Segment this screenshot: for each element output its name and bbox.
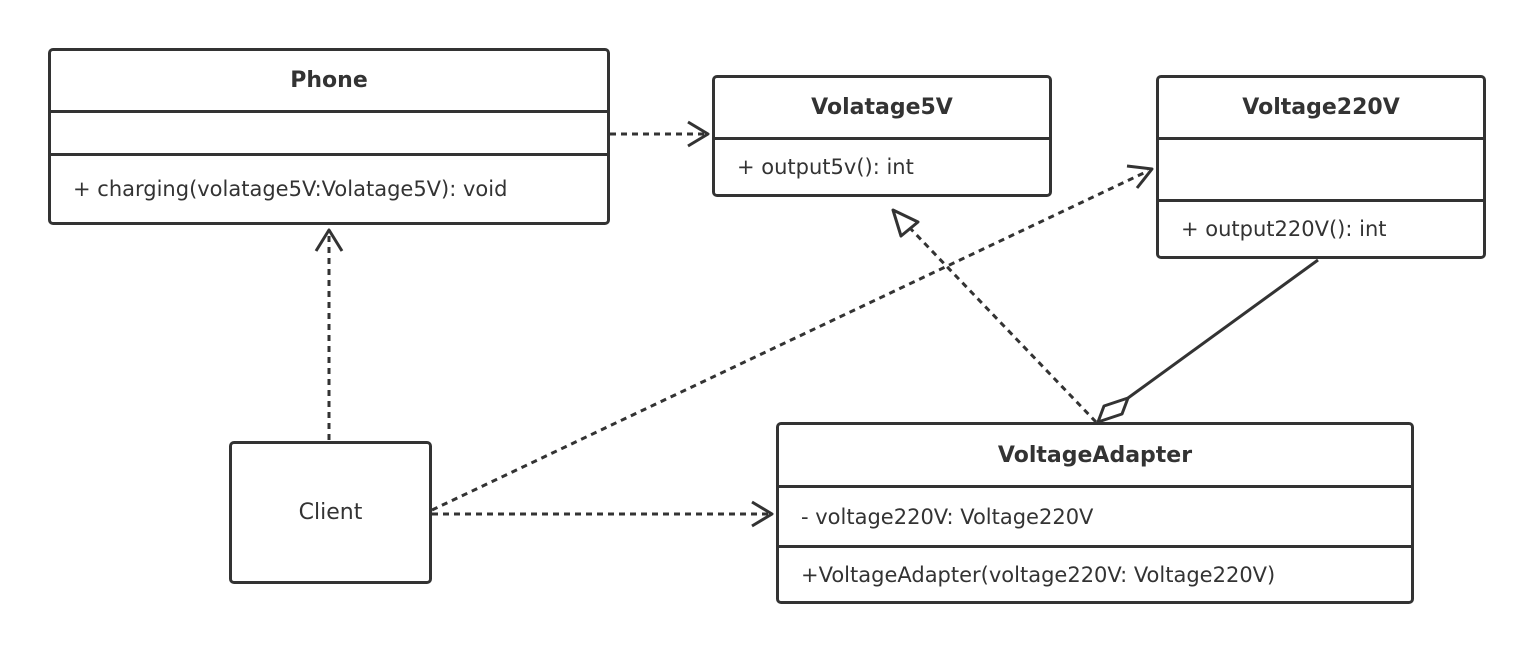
aggregation-diamond <box>1096 396 1130 424</box>
realization-arrowhead <box>891 208 920 238</box>
class-client[interactable]: Client <box>229 441 432 584</box>
class-phone-method: + charging(volatage5V:Volatage5V): void <box>73 177 508 201</box>
class-voltage220v[interactable]: Voltage220V + output220V(): int <box>1156 75 1486 259</box>
class-volatage5v-method: + output5v(): int <box>737 155 914 179</box>
class-voltage220v-name: Voltage220V <box>1159 78 1483 140</box>
dependency-client-to-adapter-arrowhead <box>751 500 774 528</box>
class-client-name: Client <box>298 500 363 525</box>
dependency-client-to-voltage220v <box>431 169 1149 512</box>
class-voltage-adapter-constructor: +VoltageAdapter(voltage220V: Voltage220V… <box>801 562 1276 587</box>
class-voltage-adapter[interactable]: VoltageAdapter - voltage220V: Voltage220… <box>776 422 1414 604</box>
realization-adapter-to-volatage5v <box>906 224 1098 424</box>
class-phone[interactable]: Phone + charging(volatage5V:Volatage5V):… <box>48 48 610 225</box>
class-phone-name: Phone <box>51 51 607 113</box>
dependency-client-to-phone-arrowhead <box>314 228 344 252</box>
class-voltage-adapter-name: VoltageAdapter <box>779 425 1411 488</box>
class-voltage220v-method: + output220V(): int <box>1181 217 1387 241</box>
dependency-phone-to-volatage5v-arrowhead <box>687 120 710 148</box>
aggregation-adapter-to-voltage220v <box>1127 258 1319 400</box>
class-voltage220v-attributes <box>1159 140 1483 202</box>
class-voltage-adapter-attribute: - voltage220V: Voltage220V <box>779 488 1411 548</box>
dependency-client-to-voltage220v-arrowhead <box>1126 164 1154 189</box>
class-volatage5v-name: Volatage5V <box>715 78 1049 140</box>
class-phone-attributes <box>51 113 607 156</box>
class-volatage5v[interactable]: Volatage5V + output5v(): int <box>712 75 1052 197</box>
